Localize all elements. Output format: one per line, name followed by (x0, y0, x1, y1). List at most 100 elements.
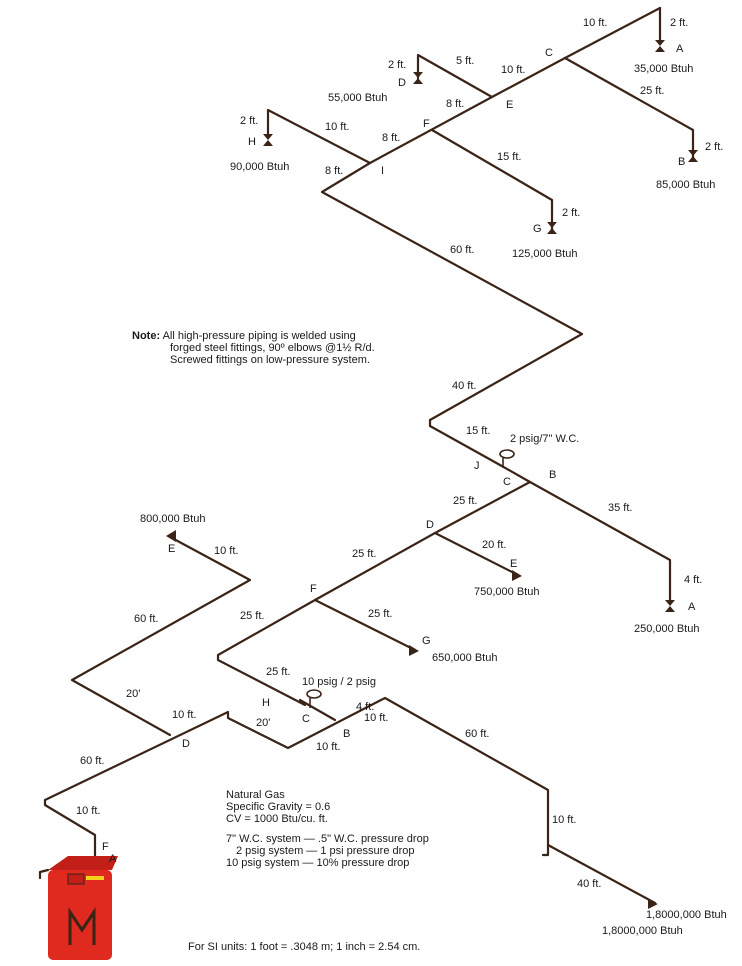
load-label: 125,000 Btuh (512, 248, 577, 260)
pipe-branch-mid-e (433, 531, 520, 577)
pipe-low-main (43, 696, 550, 870)
junction-label: E (506, 99, 513, 111)
length-label: 2 ft. (705, 141, 723, 153)
spec-line: Natural Gas (226, 789, 285, 801)
junction-label: C (302, 713, 310, 725)
load-label: 35,000 Btuh (634, 63, 693, 75)
outlet-label: A (688, 601, 696, 613)
pipe-branch-g (430, 128, 554, 232)
length-label: 25 ft. (640, 85, 664, 97)
tank-m-mark (68, 907, 96, 945)
valve-icon (655, 46, 665, 52)
junction-label: B (549, 469, 556, 481)
length-label: 8 ft. (446, 98, 464, 110)
tank-top (48, 856, 118, 870)
length-label: 20' (256, 717, 270, 729)
tank-stripe (86, 876, 104, 880)
junction-label: I (381, 165, 384, 177)
length-label: 2 ft. (562, 207, 580, 219)
valve-icon (413, 72, 423, 78)
length-label: 10 ft. (325, 121, 349, 133)
length-label: 4 ft. (684, 574, 702, 586)
pipe-mid-main (216, 463, 532, 707)
valve-icon (688, 156, 698, 162)
junction-label: D (426, 519, 434, 531)
note-block: Note: All high-pressure piping is welded… (132, 330, 375, 366)
spec-line: Specific Gravity = 0.6 (226, 801, 331, 813)
load-label: 1,8000,000 Btuh (602, 925, 683, 937)
pipe-regulator-h (298, 698, 337, 722)
pipe-branch-h (266, 108, 372, 165)
load-label: 85,000 Btuh (656, 179, 715, 191)
load-label: 55,000 Btuh (328, 92, 387, 104)
length-label: 10 ft. (552, 814, 576, 826)
length-label: 4 ft. (356, 701, 374, 713)
specs-block: Natural Gas Specific Gravity = 0.6 CV = … (226, 789, 429, 869)
length-label: 10 ft. (316, 741, 340, 753)
length-label: 25 ft. (266, 666, 290, 678)
length-label: 25 ft. (453, 495, 477, 507)
gas-meter-icon (48, 856, 118, 960)
length-label: 2 ft. (388, 59, 406, 71)
regulator-icon (499, 449, 515, 459)
tank-cap (67, 873, 85, 885)
spec-line: 10 psig system — 10% pressure drop (226, 857, 410, 869)
length-label: 10 ft. (364, 712, 388, 724)
regulator-icon (306, 689, 322, 699)
outlet-label: A (676, 43, 684, 55)
pipe-branch-low-a (546, 843, 657, 905)
diagram-labels: 10 ft. 2 ft. A 35,000 Btuh C 5 ft. 2 ft.… (76, 17, 727, 937)
pipe-branch-low-e (70, 536, 252, 737)
length-label: 15 ft. (497, 151, 521, 163)
outlet-label: G (533, 223, 542, 235)
junction-label: C (503, 476, 511, 488)
outlet-label: E (168, 543, 175, 555)
load-label: 90,000 Btuh (230, 161, 289, 173)
valve-icon (166, 530, 176, 542)
length-label: 25 ft. (352, 548, 376, 560)
spec-line: 2 psig system — 1 psi pressure drop (236, 845, 415, 857)
outlet-label: G (422, 635, 431, 647)
load-label: 650,000 Btuh (432, 652, 497, 664)
length-label: 60 ft. (465, 728, 489, 740)
outlet-label: A (109, 853, 117, 865)
note-label: Note: (132, 330, 161, 342)
junction-label: F (310, 583, 317, 595)
length-label: 15 ft. (466, 425, 490, 437)
note-line: forged steel fittings, 90º elbows @1½ R/… (170, 342, 375, 354)
pipe-meter-riser (38, 868, 50, 880)
junction-label: H (262, 697, 270, 709)
length-label: 10 ft. (214, 545, 238, 557)
length-label: 40 ft. (452, 380, 476, 392)
length-label: 60 ft. (134, 613, 158, 625)
footer-note: For SI units: 1 foot = .3048 m; 1 inch =… (188, 941, 421, 953)
length-label: 10 ft. (501, 64, 525, 76)
outlet-label: E (510, 558, 517, 570)
junction-label: J (474, 460, 480, 472)
junction-label: F (423, 118, 430, 130)
high-pressure-pipes (38, 536, 657, 905)
valve-icon (547, 228, 557, 234)
length-label: 60 ft. (80, 755, 104, 767)
length-label: 25 ft. (240, 610, 264, 622)
load-label: 800,000 Btuh (140, 513, 205, 525)
valve-icon (688, 150, 698, 156)
medium-pressure-pipes (216, 418, 672, 707)
length-label: 8 ft. (325, 165, 343, 177)
valve-icon (512, 570, 522, 581)
fittings (166, 40, 698, 909)
pipe-branch-d (416, 53, 494, 99)
valve-icon (655, 40, 665, 46)
length-label: 20 ft. (482, 539, 506, 551)
junction-label: B (343, 728, 350, 740)
spec-line: 7" W.C. system — .5" W.C. pressure drop (226, 833, 429, 845)
length-label: 5 ft. (456, 55, 474, 67)
pipe-branch-mid-a (528, 480, 672, 602)
junction-label: D (182, 738, 190, 750)
length-label: 25 ft. (368, 608, 392, 620)
outlet-label: 1,8000,000 Btuh (646, 909, 727, 921)
length-label: F (102, 841, 109, 853)
valve-icon (413, 78, 423, 84)
